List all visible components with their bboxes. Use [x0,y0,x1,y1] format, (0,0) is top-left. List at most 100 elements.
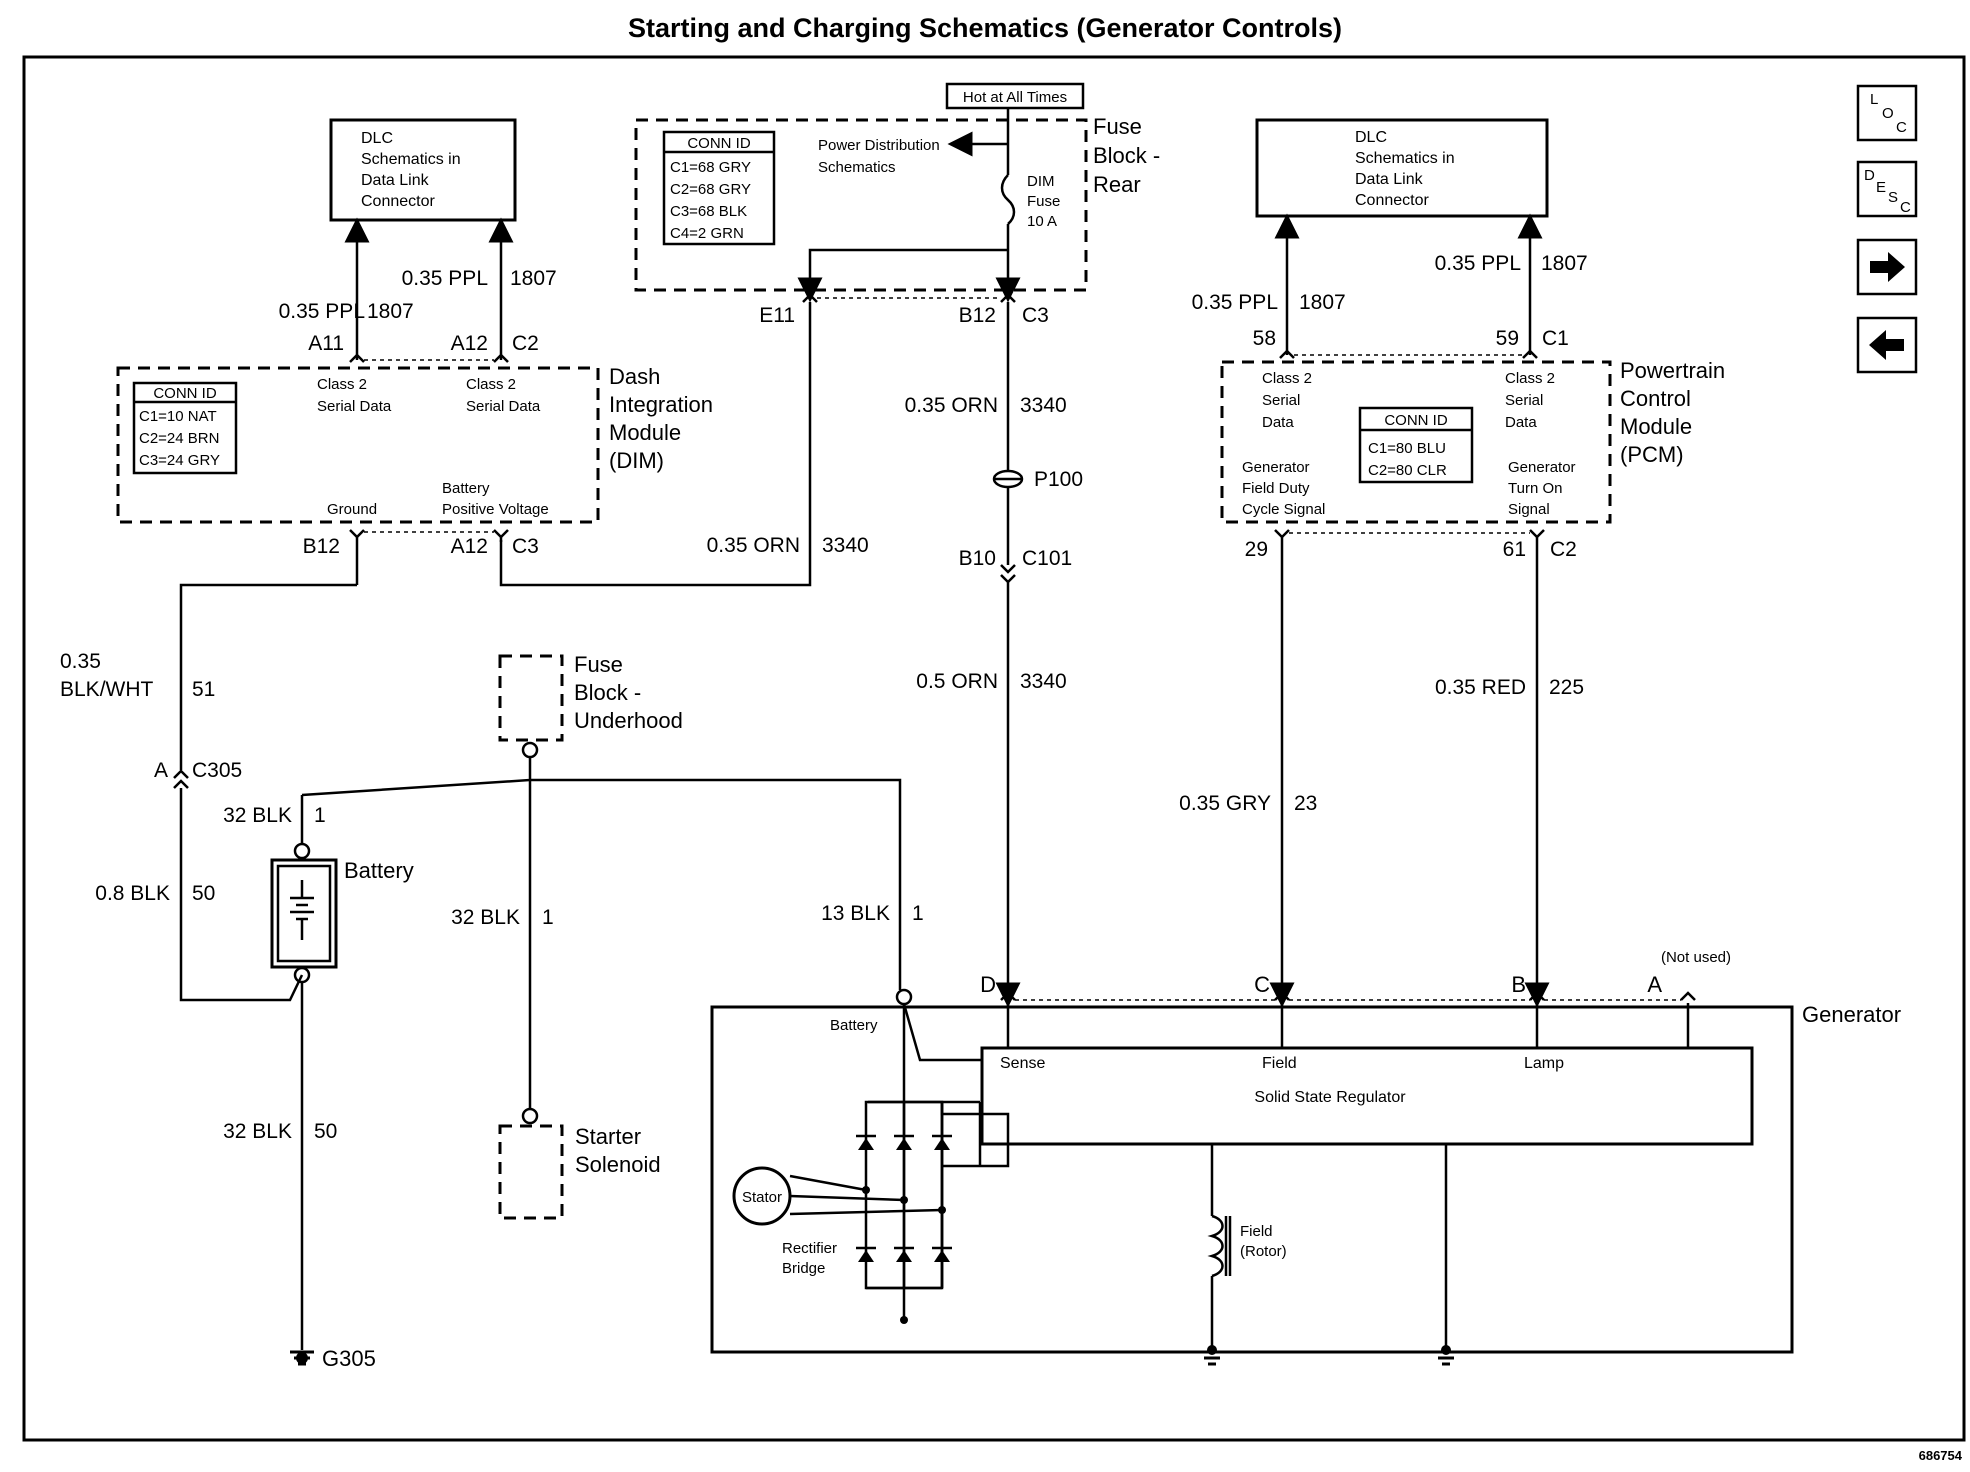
svg-text:C2=68 GRY: C2=68 GRY [670,181,751,198]
diagram-frame [22,55,1966,1442]
svg-text:Hot at All Times: Hot at All Times [963,89,1067,106]
prev-button[interactable] [1856,316,1918,374]
ground-icon [290,1350,314,1366]
connector-e11 [802,293,818,303]
svg-text:D: D [1864,167,1875,184]
circuit-number: 3340 [822,534,869,557]
svg-text:Data Link: Data Link [1355,171,1424,188]
connector-c305 [173,769,189,779]
wire-label: 32 BLK [223,1120,292,1143]
svg-text:E: E [1876,179,1886,196]
pin-label: B [1511,972,1526,997]
connector-a11 [349,353,365,363]
pin-label: P100 [1034,468,1083,491]
battery-positive-terminal [293,842,311,860]
pin-label: C101 [1022,547,1072,570]
field-rotor-icon [1207,1144,1232,1346]
svg-text:Class 2: Class 2 [1262,370,1312,387]
wire-label: 13 BLK [821,902,890,925]
connector-29 [1274,529,1290,539]
pin-label: C3 [512,535,539,558]
svg-text:Sense: Sense [1000,1055,1045,1072]
circuit-number: 50 [192,882,215,905]
hot-at-all-times-label: Hot at All Times [945,82,1085,110]
wire-label: 0.35 GRY [1179,792,1271,815]
svg-text:Data: Data [1262,414,1294,431]
svg-text:C1=10 NAT: C1=10 NAT [139,408,217,425]
svg-text:C1=80 BLU: C1=80 BLU [1368,440,1446,457]
pin-label: D [980,972,996,997]
desc-button[interactable]: D E S C [1856,160,1918,218]
arrow-left-icon [1869,330,1904,360]
pin-label: C [1254,972,1270,997]
pin-label: C2 [1550,538,1577,561]
svg-text:10 A: 10 A [1027,213,1057,230]
fuse-block-underhood: Fuse Block - Underhood [498,652,683,742]
svg-text:C1=68 GRY: C1=68 GRY [670,159,751,176]
wire-dim-ground [179,583,357,770]
svg-text:Cycle Signal: Cycle Signal [1242,501,1325,518]
ground-icon [1434,1345,1458,1366]
circuit-number: 1 [542,906,554,929]
svg-text:Turn On: Turn On [1508,480,1562,497]
svg-text:Integration: Integration [609,392,713,417]
pin-label: 59 [1496,327,1519,350]
underhood-terminal [521,741,539,759]
page-title: Starting and Charging Schematics (Genera… [628,13,1342,43]
connector-b10 [1000,564,1016,574]
svg-text:Serial: Serial [1505,392,1543,409]
ground-label: G305 [322,1346,376,1371]
svg-text:Fuse: Fuse [1093,114,1142,139]
circuit-number: 23 [1294,792,1317,815]
svg-text:Positive Voltage: Positive Voltage [442,501,549,518]
wire-label: 0.35 PPL [402,267,488,290]
battery-label: Battery [344,858,414,883]
loc-button[interactable]: L O C [1856,84,1918,142]
pin-label: E11 [759,304,795,327]
wire-label: 32 BLK [223,804,292,827]
svg-text:Field: Field [1262,1055,1297,1072]
circuit-number: 1 [314,804,326,827]
wire-label: 0.35 PPL [279,300,365,323]
dim-fuse-icon [1000,174,1016,225]
connector-a12-dim [493,529,509,539]
dash-integration-module: CONN ID C1=10 NAT C2=24 BRN C3=24 GRY Cl… [116,364,713,524]
svg-text:DIM: DIM [1027,173,1055,190]
wire-label: BLK/WHT [60,678,154,701]
wire-bat-to-regulator [902,1003,982,1062]
powertrain-control-module: Class 2 Serial Data Class 2 Serial Data … [1220,358,1725,524]
svg-text:Generator: Generator [1508,459,1576,476]
pin-label: A [154,759,168,782]
rectifier-bridge [856,1100,980,1290]
wire-label: 0.8 BLK [95,882,170,905]
pin-label: A [1647,972,1662,997]
pin-label: 58 [1253,327,1276,350]
battery-icon [270,858,338,969]
svg-text:Class 2: Class 2 [1505,370,1555,387]
connector-59 [1522,349,1538,359]
pin-label: B10 [959,547,996,570]
svg-text:Dash: Dash [609,364,660,389]
pin-label: A11 [308,332,344,355]
pin-label: 61 [1503,538,1526,561]
starter-terminal [521,1107,539,1125]
svg-text:Fuse: Fuse [574,652,623,677]
wire-label: 0.35 PPL [1192,291,1278,314]
arrow-right-icon [1870,252,1905,282]
pin-label: C305 [192,759,242,782]
rotor-label: Field [1240,1223,1273,1240]
generator: Generator [710,1002,1901,1354]
svg-text:CONN ID: CONN ID [687,135,751,152]
next-button[interactable] [1856,238,1918,296]
svg-text:Rear: Rear [1093,172,1141,197]
svg-text:Solenoid: Solenoid [575,1152,661,1177]
svg-text:C3=68 BLK: C3=68 BLK [670,203,747,220]
dlc-left-box: DLC Schematics in Data Link Connector [329,118,517,222]
dlc-right-box: DLC Schematics in Data Link Connector [1255,118,1549,218]
rectifier-label: Rectifier [782,1240,837,1257]
p100-splice-icon [992,469,1024,489]
pin-label: C3 [1022,304,1049,327]
wire-label: 0.35 ORN [905,394,998,417]
svg-text:Schematics in: Schematics in [1355,150,1455,167]
circuit-number: 1807 [367,300,414,323]
